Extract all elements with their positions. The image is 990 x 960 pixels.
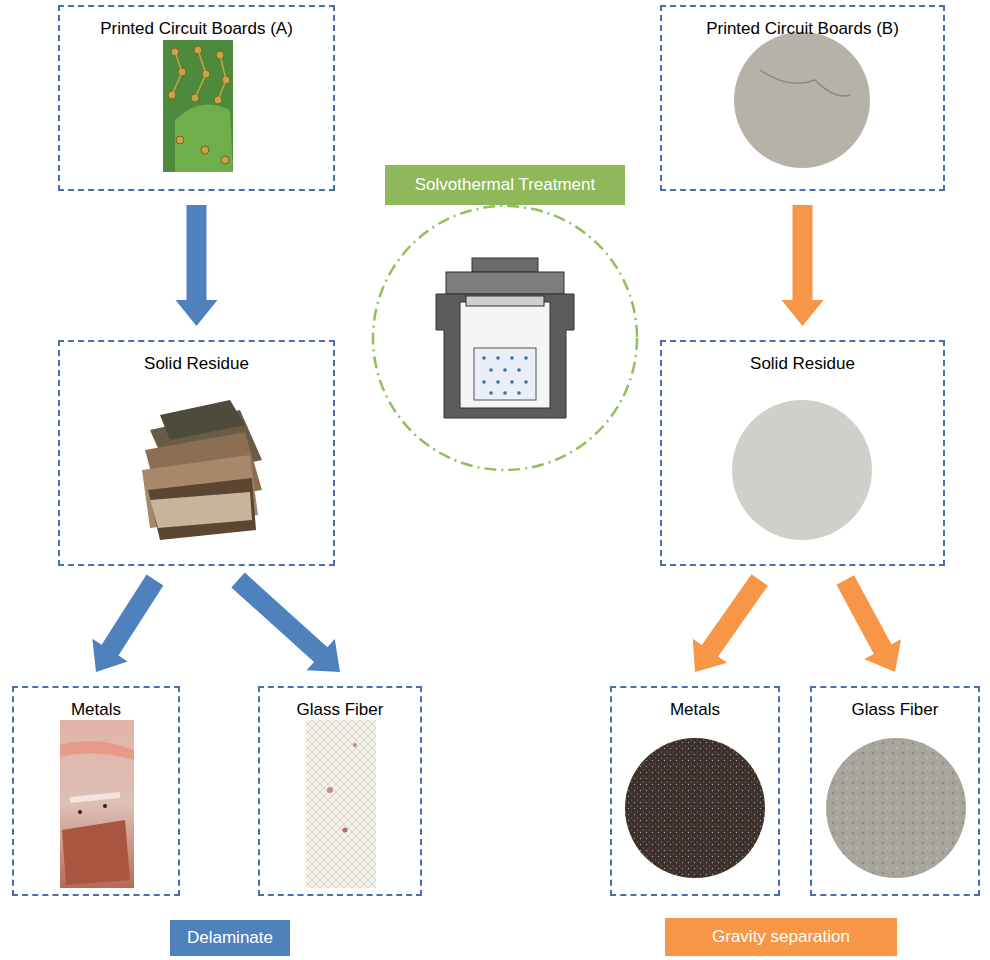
product-box: Metals: [12, 686, 180, 896]
box-title: Solid Residue: [144, 354, 249, 374]
box-title: Printed Circuit Boards (A): [100, 19, 293, 39]
metal-photo: [60, 720, 134, 888]
product-box: Glass Fiber: [258, 686, 422, 896]
box-title: Solvothermal Treatment: [415, 175, 595, 195]
box-title: Printed Circuit Boards (B): [706, 19, 899, 39]
box-title: Gravity separation: [712, 927, 850, 947]
product-box: Glass Fiber: [810, 686, 980, 896]
box-title: Glass Fiber: [852, 700, 939, 720]
block-arrow: [176, 205, 218, 326]
product-box: Metals: [610, 686, 780, 896]
powder-photo: [826, 738, 966, 878]
box-title: Metals: [71, 700, 121, 720]
reactor-outline: [373, 206, 637, 470]
box-title: Delaminate: [187, 928, 273, 948]
block-arrow: [231, 573, 340, 672]
powder-photo: [625, 738, 765, 878]
powder-photo: [732, 400, 872, 540]
fiber-photo: [306, 720, 376, 888]
residue-box: Solid Residue: [660, 340, 945, 566]
residue-box: Solid Residue: [58, 340, 335, 566]
box-title: Metals: [670, 700, 720, 720]
autoclave-symbol: [436, 258, 574, 418]
block-arrow: [836, 575, 901, 672]
block-arrow: [782, 205, 824, 326]
powder-photo: [734, 32, 870, 168]
method-label: Delaminate: [170, 920, 290, 956]
residue-photo: [142, 400, 262, 540]
block-arrow: [693, 574, 768, 672]
sample-box: Printed Circuit Boards (B): [660, 5, 945, 191]
block-arrow: [92, 575, 163, 672]
box-title: Solid Residue: [750, 354, 855, 374]
sample-box: Printed Circuit Boards (A): [58, 5, 335, 191]
method-label: Gravity separation: [665, 918, 897, 956]
pcb-photo: [163, 40, 233, 172]
process-label: Solvothermal Treatment: [385, 165, 625, 205]
box-title: Glass Fiber: [297, 700, 384, 720]
